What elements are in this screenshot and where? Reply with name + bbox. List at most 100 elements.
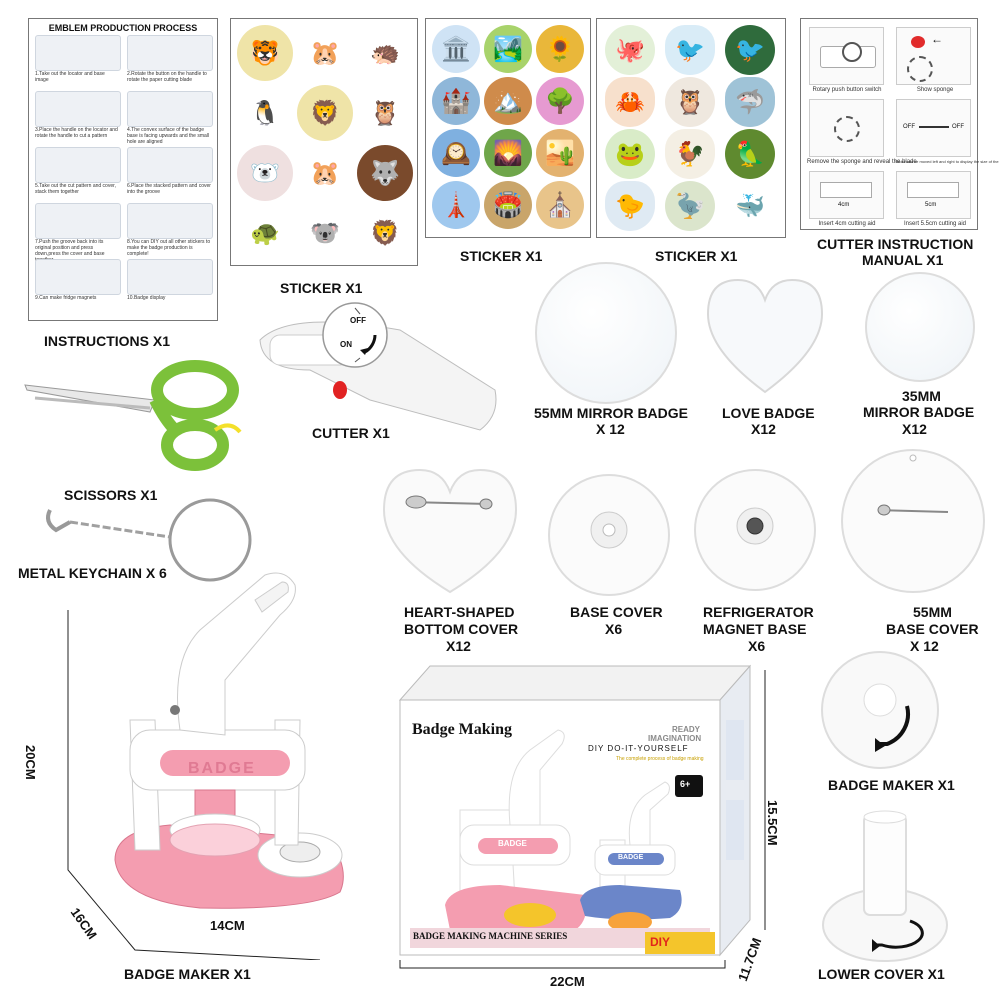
sticker-11: 🦤: [665, 181, 715, 231]
cutter-image: [259, 302, 497, 431]
lower-cover: [822, 810, 948, 962]
instruction-step: 6.Place the stacked pattern and cover in…: [127, 147, 213, 195]
sticker-birds-label: STICKER X1: [655, 248, 738, 264]
box-machine-brand-1: BADGE: [498, 839, 527, 848]
mirror-35mm-line3: X12: [902, 421, 927, 437]
instruction-step-caption: 10.Badge display: [127, 295, 166, 301]
instruction-step-image: [35, 91, 121, 127]
instruction-step: 9.Can make fridge magnets: [35, 259, 121, 307]
instruction-step-image: [35, 259, 121, 295]
sticker-5: 🏔️: [484, 77, 532, 125]
instruction-step-caption: 4.The convex surface of the badge base i…: [127, 127, 209, 145]
sticker-3: 🌻: [536, 25, 584, 73]
love-badge: [706, 278, 824, 394]
cutter-manual-label-2: MANUAL X1: [862, 252, 944, 268]
manual-caption-3: Remove the sponge and reveal the blade: [807, 159, 917, 165]
scissors-label: SCISSORS X1: [64, 487, 158, 503]
sticker-6: 🦉: [357, 85, 413, 141]
sticker-9: 🐺: [357, 145, 413, 201]
instruction-step-caption: 6.Place the stacked pattern and cover in…: [127, 183, 211, 195]
sticker-6: 🦈: [725, 77, 775, 127]
instruction-step-caption: 9.Can make fridge magnets: [35, 295, 97, 301]
base-55mm-cover: [841, 449, 985, 593]
keychain-label: METAL KEYCHAIN X 6: [18, 565, 167, 581]
box-age: 6+: [680, 779, 691, 789]
machine-dim-height: 20CM: [23, 745, 38, 780]
lower-cover-label: LOWER COVER X1: [818, 966, 945, 982]
box-slogan-2: IMAGINATION: [648, 734, 702, 743]
sticker-9: 🦜: [725, 129, 775, 179]
instruction-step-image: [127, 259, 213, 295]
sticker-10: 🗼: [432, 181, 480, 229]
base55-line2: BASE COVER: [886, 621, 979, 637]
instruction-step-image: [127, 91, 213, 127]
cutter-manual-sheet: ← Rotary push button switch Show sponge …: [800, 18, 1000, 230]
manual-step-5: 4cm: [809, 171, 884, 219]
sticker-6: 🌳: [536, 77, 584, 125]
mirror-35mm-line1: 35MM: [902, 388, 941, 404]
magnet-base: [694, 469, 816, 591]
sticker-sheet-landmarks: 🏛️🏞️🌻🏰🏔️🌳🕰️🌄🏜️🗼🏟️⛪: [425, 18, 591, 238]
box-machine-brand-2: BADGE: [618, 854, 644, 861]
manual-step-2: ←: [896, 27, 971, 85]
sticker-8: 🌄: [484, 129, 532, 177]
box-title: Badge Making: [412, 721, 513, 738]
sticker-1: 🐯: [237, 25, 293, 81]
scissors-image: [24, 360, 242, 471]
instruction-step: 5.Take out the cut pattern and cover, st…: [35, 147, 121, 195]
instruction-step-image: [35, 35, 121, 71]
machine-label: BADGE MAKER X1: [124, 966, 251, 982]
sticker-12: ⛪: [536, 181, 584, 229]
manual-step-1: [809, 27, 884, 85]
instruction-step: 2.Rotate the button on the handle to rot…: [127, 35, 213, 83]
instruction-step-image: [127, 203, 213, 239]
sticker-10: 🐢: [237, 205, 293, 261]
sticker-7: 🐻‍❄️: [237, 145, 293, 201]
love-badge-line2: X12: [751, 421, 776, 437]
sticker-1: 🏛️: [432, 25, 480, 73]
sticker-11: 🏟️: [484, 181, 532, 229]
manual-caption-5: Insert 4cm cutting aid: [818, 221, 876, 227]
sticker-8: 🐹: [297, 145, 353, 201]
sticker-4: 🐧: [237, 85, 293, 141]
box-diy-logo: DIY: [650, 935, 671, 949]
manual-caption-1: Rotary push button switch: [812, 87, 882, 93]
sticker-11: 🐨: [297, 205, 353, 261]
sticker-9: 🏜️: [536, 129, 584, 177]
sticker-5: 🦁: [297, 85, 353, 141]
instruction-step-caption: 5.Take out the cut pattern and cover, st…: [35, 183, 116, 195]
magnet-base-line2: MAGNET BASE: [703, 621, 807, 637]
sticker-sheet-animals: 🐯🐹🦔🐧🦁🦉🐻‍❄️🐹🐺🐢🐨🦁: [230, 18, 418, 266]
base-cover: [548, 474, 670, 596]
box-dim-width: 22CM: [550, 974, 585, 989]
sticker-12: 🦁: [357, 205, 413, 261]
heart-cover-line1: HEART-SHAPED: [404, 604, 515, 620]
heart-cover-line3: X12: [446, 638, 471, 654]
product-box: [398, 664, 752, 957]
magnet-base-line1: REFRIGERATOR: [703, 604, 814, 620]
sticker-3: 🦔: [357, 25, 413, 81]
box-series: BADGE MAKING MACHINE SERIES: [413, 931, 568, 941]
box-slogan-1: READY: [672, 725, 701, 734]
sticker-5: 🦉: [665, 77, 715, 127]
mirror-35mm-line2: MIRROR BADGE: [863, 404, 975, 420]
sticker-3: 🐦: [725, 25, 775, 75]
instructions-label: INSTRUCTIONS X1: [44, 333, 171, 349]
instruction-step-image: [35, 203, 121, 239]
base-cover-line1: BASE COVER: [570, 604, 663, 620]
instruction-step-caption: 8.You can DIY out all other stickers to …: [127, 239, 211, 257]
machine-brand-text: BADGE: [188, 760, 256, 777]
manual-switch-on: OFF: [952, 124, 964, 130]
instruction-step: 1.Take out the locator and base image: [35, 35, 121, 83]
manual-step-3: [809, 99, 884, 157]
sticker-4: 🦀: [605, 77, 655, 127]
cutter-on-text: ON: [340, 340, 352, 349]
manual-step-6: 5cm: [896, 171, 971, 219]
box-subtitle: The complete process of badge making: [616, 756, 704, 762]
manual-mark-5cm: 5cm: [925, 202, 937, 208]
instruction-step-caption: 3.Place the handle on the locator and ro…: [35, 127, 118, 139]
magnet-base-line3: X6: [748, 638, 766, 654]
instruction-step: 7.Push the groove back into its original…: [35, 203, 121, 263]
sticker-7: 🐸: [605, 129, 655, 179]
